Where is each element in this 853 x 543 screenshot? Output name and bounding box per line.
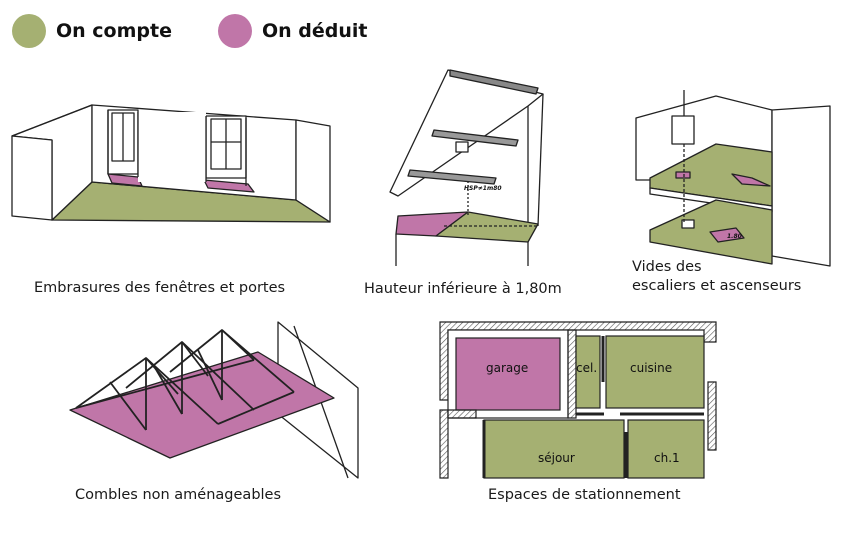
plan-label-sejour: séjour <box>538 451 575 465</box>
stationnement-chambre <box>627 419 705 479</box>
combles-caption: Combles non aménageables <box>75 487 282 503</box>
stationnement-sejour <box>483 419 625 479</box>
plan-label-cuisine: cuisine <box>630 361 672 375</box>
vides-upper-void <box>731 173 771 187</box>
hauteur-dimension-label: HSP≠1m80 <box>464 185 502 192</box>
combles-floor <box>69 351 335 459</box>
plan-label-chambre: ch.1 <box>654 451 680 465</box>
embrasures-drawing <box>11 104 331 223</box>
vides-caption-line1: Vides des <box>632 259 702 275</box>
legend-counted-label: On compte <box>56 20 172 42</box>
legend-deducted-label: On déduit <box>262 20 368 42</box>
stationnement-cellier <box>575 335 601 409</box>
legend-deducted-swatch <box>218 14 252 48</box>
combles-drawing <box>69 321 359 479</box>
hauteur-drawing: HSP≠1m80 <box>389 69 544 266</box>
stationnement-drawing: garage cel. cuisine séjour ch.1 <box>439 321 717 479</box>
embrasures-caption: Embrasures des fenêtres et portes <box>34 280 286 296</box>
vides-caption-line2: escaliers et ascenseurs <box>632 278 802 294</box>
legend-counted: On compte <box>12 14 172 48</box>
legend-deducted: On déduit <box>218 14 368 48</box>
plan-label-cellier: cel. <box>576 361 597 375</box>
vides-drawing: 1.80 <box>635 90 831 267</box>
embrasures-window-reveal <box>203 179 255 193</box>
stationnement-caption: Espaces de stationnement <box>488 487 681 503</box>
vides-upper-floor <box>649 143 773 207</box>
vides-stair-void <box>709 227 745 243</box>
hauteur-caption: Hauteur inférieure à 1,80m <box>364 281 562 297</box>
vides-stair-label: 1.80 <box>727 233 742 240</box>
legend-counted-swatch <box>12 14 46 48</box>
vides-upper-void-small <box>675 171 691 179</box>
stationnement-cuisine <box>605 335 705 409</box>
plan-label-garage: garage <box>486 361 528 375</box>
vides-caption: Vides des escaliers et ascenseurs <box>632 258 801 296</box>
embrasures-door-reveal <box>107 173 143 187</box>
stationnement-garage <box>455 337 561 411</box>
